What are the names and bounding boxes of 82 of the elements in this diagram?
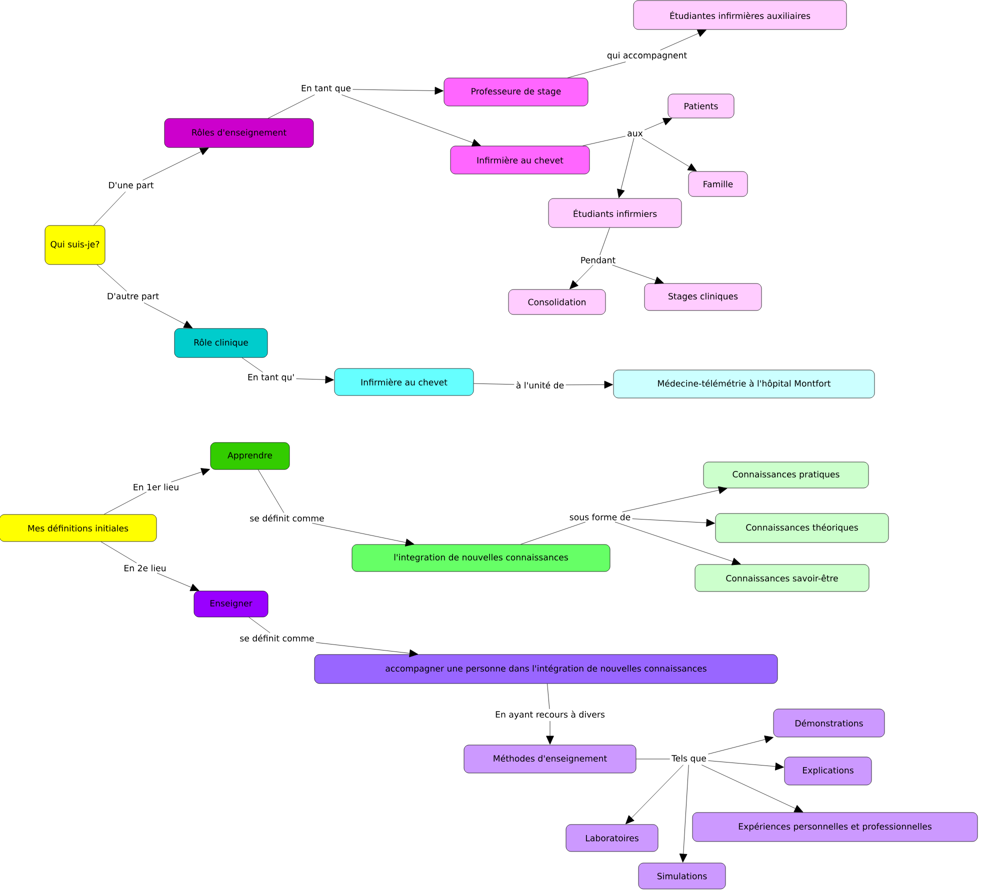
connector [312, 523, 414, 546]
connector [94, 192, 126, 226]
concept-box: Connaissances théoriques [715, 513, 889, 543]
concept-box: Méthodes d'enseignement [464, 744, 636, 774]
concept-box: Consolidation [508, 289, 606, 315]
concept-box: Rôles d'enseignement [164, 118, 314, 148]
connector [660, 30, 706, 50]
connector [614, 522, 741, 566]
concept-box: Patients [668, 94, 734, 118]
linking-phrase: D'une part [109, 182, 154, 190]
concept-box: Démonstrations [773, 708, 885, 738]
connector [626, 764, 684, 824]
linking-phrase: à l'unité de [516, 382, 564, 388]
concept-box: Simulations [638, 862, 726, 890]
concept-box: Connaissances pratiques [703, 462, 869, 488]
connector [258, 470, 284, 513]
connector [171, 468, 210, 482]
connector [632, 518, 716, 527]
linking-phrase: aux [628, 132, 643, 136]
connector [701, 764, 804, 812]
concept-box: Apprendre [210, 442, 290, 470]
connector [644, 118, 672, 130]
connector [679, 764, 689, 863]
linking-phrase: sous forme de [570, 514, 630, 520]
connector [642, 138, 697, 172]
concept-box: Professeure de stage [444, 78, 588, 106]
connector [617, 138, 634, 198]
linking-phrase: En tant qu' [248, 374, 294, 382]
concept-box: Médecine-télémétrie à l'hôpital Montfort [613, 370, 875, 398]
connector [622, 486, 728, 512]
linking-phrase: se définit comme [250, 514, 324, 522]
connector [268, 94, 315, 118]
connector [612, 264, 664, 284]
concept-box: Explications [784, 756, 872, 786]
connector [248, 617, 270, 633]
concept-box: Mes définitions initiales [0, 514, 157, 542]
connector [96, 264, 127, 292]
connector [474, 383, 514, 385]
connector [567, 62, 626, 78]
linking-phrase: En ayant recours à divers [496, 710, 605, 720]
concept-box: Expériences personnelles et professionnelles [692, 812, 978, 842]
connector [708, 760, 784, 770]
connector [582, 136, 626, 146]
connector [546, 720, 554, 745]
concept-box: Étudiants infirmiers [548, 198, 682, 228]
concept-box: Connaissances savoir-être [694, 564, 870, 592]
connector [100, 542, 137, 564]
concept-box: Rôle clinique [174, 328, 268, 358]
concept-box: Stages cliniques [644, 283, 762, 311]
linking-phrase: En 1er lieu [134, 484, 178, 490]
concept-box: Qui suis-je? [44, 225, 106, 265]
concept-box: Infirmière au chevet [450, 146, 590, 174]
linking-phrase: qui accompagnent [607, 52, 687, 60]
linking-phrase: se définit comme [240, 634, 314, 642]
linking-phrase: D'autre part [108, 292, 159, 302]
concept-box: accompagner une personne dans l'intégration de nouvelles connaissances [314, 654, 778, 684]
concept-box: Étudiantes infirmières auxiliaires [633, 0, 847, 30]
concept-box: l'integration de nouvelles connaissances [352, 544, 610, 572]
connector [570, 264, 594, 290]
concept-box: Enseigner [194, 590, 268, 618]
linking-phrase: En 2e lieu [124, 564, 166, 572]
connector [547, 684, 550, 710]
connector [708, 736, 774, 754]
connector [142, 148, 209, 180]
linking-phrase: Pendant [581, 256, 616, 264]
connector [352, 86, 444, 95]
connector [144, 302, 193, 328]
connector [600, 228, 610, 256]
concept-box: Famille [688, 171, 748, 197]
connector [316, 642, 418, 658]
connector [104, 492, 147, 514]
connector [156, 572, 200, 592]
connector [566, 380, 614, 389]
linking-phrase: Tels que [672, 754, 706, 764]
concept-box: Infirmière au chevet [334, 368, 474, 396]
concept-box: Laboratoires [566, 824, 658, 852]
linking-phrase: En tant que [302, 84, 351, 94]
connector [242, 358, 264, 372]
connector [520, 522, 586, 544]
connector [636, 758, 670, 760]
connector [341, 94, 481, 146]
connector [296, 376, 334, 384]
